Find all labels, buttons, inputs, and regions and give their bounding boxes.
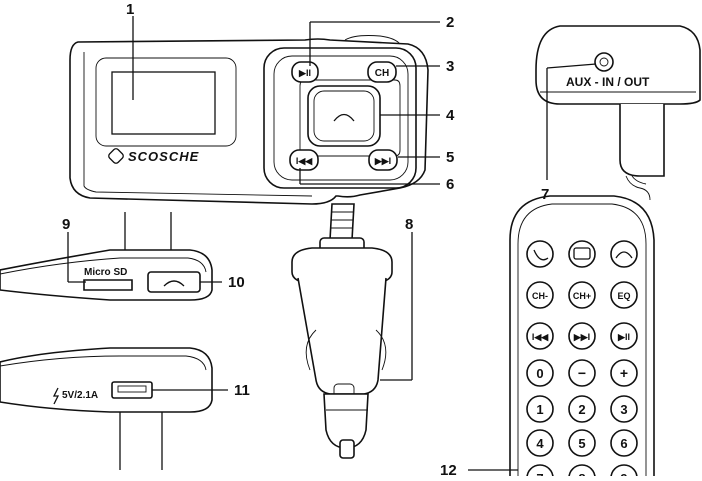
remote-minus-button[interactable]: −	[568, 359, 596, 387]
svg-text:▶II: ▶II	[298, 68, 311, 78]
remote-mode-button[interactable]	[568, 240, 596, 268]
remote-ch-plus-button[interactable]: CH+	[568, 281, 596, 309]
next-button[interactable]: ▶▶I	[368, 149, 398, 171]
callout-4: 4	[446, 107, 455, 124]
scosche-logo: SCOSCHE	[108, 148, 199, 164]
remote-call-button[interactable]	[526, 240, 554, 268]
remote-digit-2-button[interactable]: 2	[568, 395, 596, 423]
svg-text:0: 0	[536, 366, 543, 381]
aux-port	[594, 52, 614, 72]
aux-label: AUX - IN / OUT	[566, 75, 650, 89]
remote-digit-1-button[interactable]: 1	[526, 395, 554, 423]
svg-text:▶▶I: ▶▶I	[374, 156, 391, 166]
callout-7: 7	[541, 186, 549, 203]
svg-text:CH: CH	[375, 68, 389, 79]
callout-6: 6	[446, 176, 454, 193]
remote-zero-button[interactable]: 0	[526, 359, 554, 387]
microsd-side-view: Micro SD	[0, 212, 213, 301]
svg-text:▶II: ▶II	[617, 332, 630, 342]
microsd-phone-button	[147, 271, 201, 293]
remote-digit-3-button[interactable]: 3	[610, 395, 638, 423]
remote-eq-button[interactable]: EQ	[610, 281, 638, 309]
svg-text:CH+: CH+	[573, 291, 591, 301]
screen-bezel	[95, 57, 237, 147]
callout-12: 12	[440, 462, 457, 479]
callout-numbers: 1 2 3 4 5 6 7 8 9 10 11 12	[62, 1, 549, 479]
svg-text:−: −	[578, 365, 586, 381]
svg-text:6: 6	[620, 436, 627, 451]
svg-text:1: 1	[536, 402, 543, 417]
svg-text:2: 2	[578, 402, 585, 417]
svg-text:5: 5	[578, 436, 585, 451]
aux-detail: AUX - IN / OUT	[535, 25, 701, 201]
car-plug	[291, 203, 393, 459]
remote-hangup-button[interactable]	[610, 240, 638, 268]
svg-text:I◀◀: I◀◀	[296, 156, 313, 166]
transmitter-head: SCOSCHE ▶II CH I◀◀ ▶▶I	[69, 35, 429, 205]
callout-9: 9	[62, 216, 70, 233]
remote-digit-6-button[interactable]: 6	[610, 429, 638, 457]
ch-button[interactable]: CH	[367, 61, 397, 83]
callout-3: 3	[446, 58, 454, 75]
remote-ch-minus-button[interactable]: CH-	[526, 281, 554, 309]
phone-button[interactable]	[307, 85, 381, 147]
leader-lines	[67, 16, 597, 471]
svg-text:CH-: CH-	[532, 291, 548, 301]
svg-text:+: +	[620, 365, 628, 381]
callout-2: 2	[446, 14, 454, 31]
remote-next-button[interactable]: ▶▶I	[568, 322, 596, 350]
play-pause-button[interactable]: ▶II	[291, 61, 319, 83]
callout-5: 5	[446, 149, 454, 166]
svg-text:4: 4	[536, 436, 544, 451]
microsd-label: Micro SD	[84, 267, 127, 278]
remote-play-pause-button[interactable]: ▶II	[610, 322, 638, 350]
remote-digit-5-button[interactable]: 5	[568, 429, 596, 457]
svg-text:▶▶I: ▶▶I	[573, 332, 590, 342]
lcd-screen	[111, 71, 216, 135]
svg-text:EQ: EQ	[617, 291, 630, 301]
callout-1: 1	[126, 1, 134, 18]
callout-8: 8	[405, 216, 413, 233]
callout-11: 11	[234, 382, 250, 399]
svg-text:3: 3	[620, 402, 627, 417]
remote-control: CH- CH+ EQ I◀◀ ▶▶I ▶II 0 −	[500, 195, 660, 481]
remote-digit-4-button[interactable]: 4	[526, 429, 554, 457]
usb-side-view: 5V/2.1A	[0, 347, 213, 470]
svg-text:I◀◀: I◀◀	[532, 332, 549, 342]
remote-plus-button[interactable]: +	[610, 359, 638, 387]
usb-rating-label: 5V/2.1A	[62, 390, 98, 401]
callout-10: 10	[228, 274, 245, 291]
brand-label: SCOSCHE	[128, 149, 199, 164]
remote-prev-button[interactable]: I◀◀	[526, 322, 554, 350]
previous-button[interactable]: I◀◀	[289, 149, 319, 171]
